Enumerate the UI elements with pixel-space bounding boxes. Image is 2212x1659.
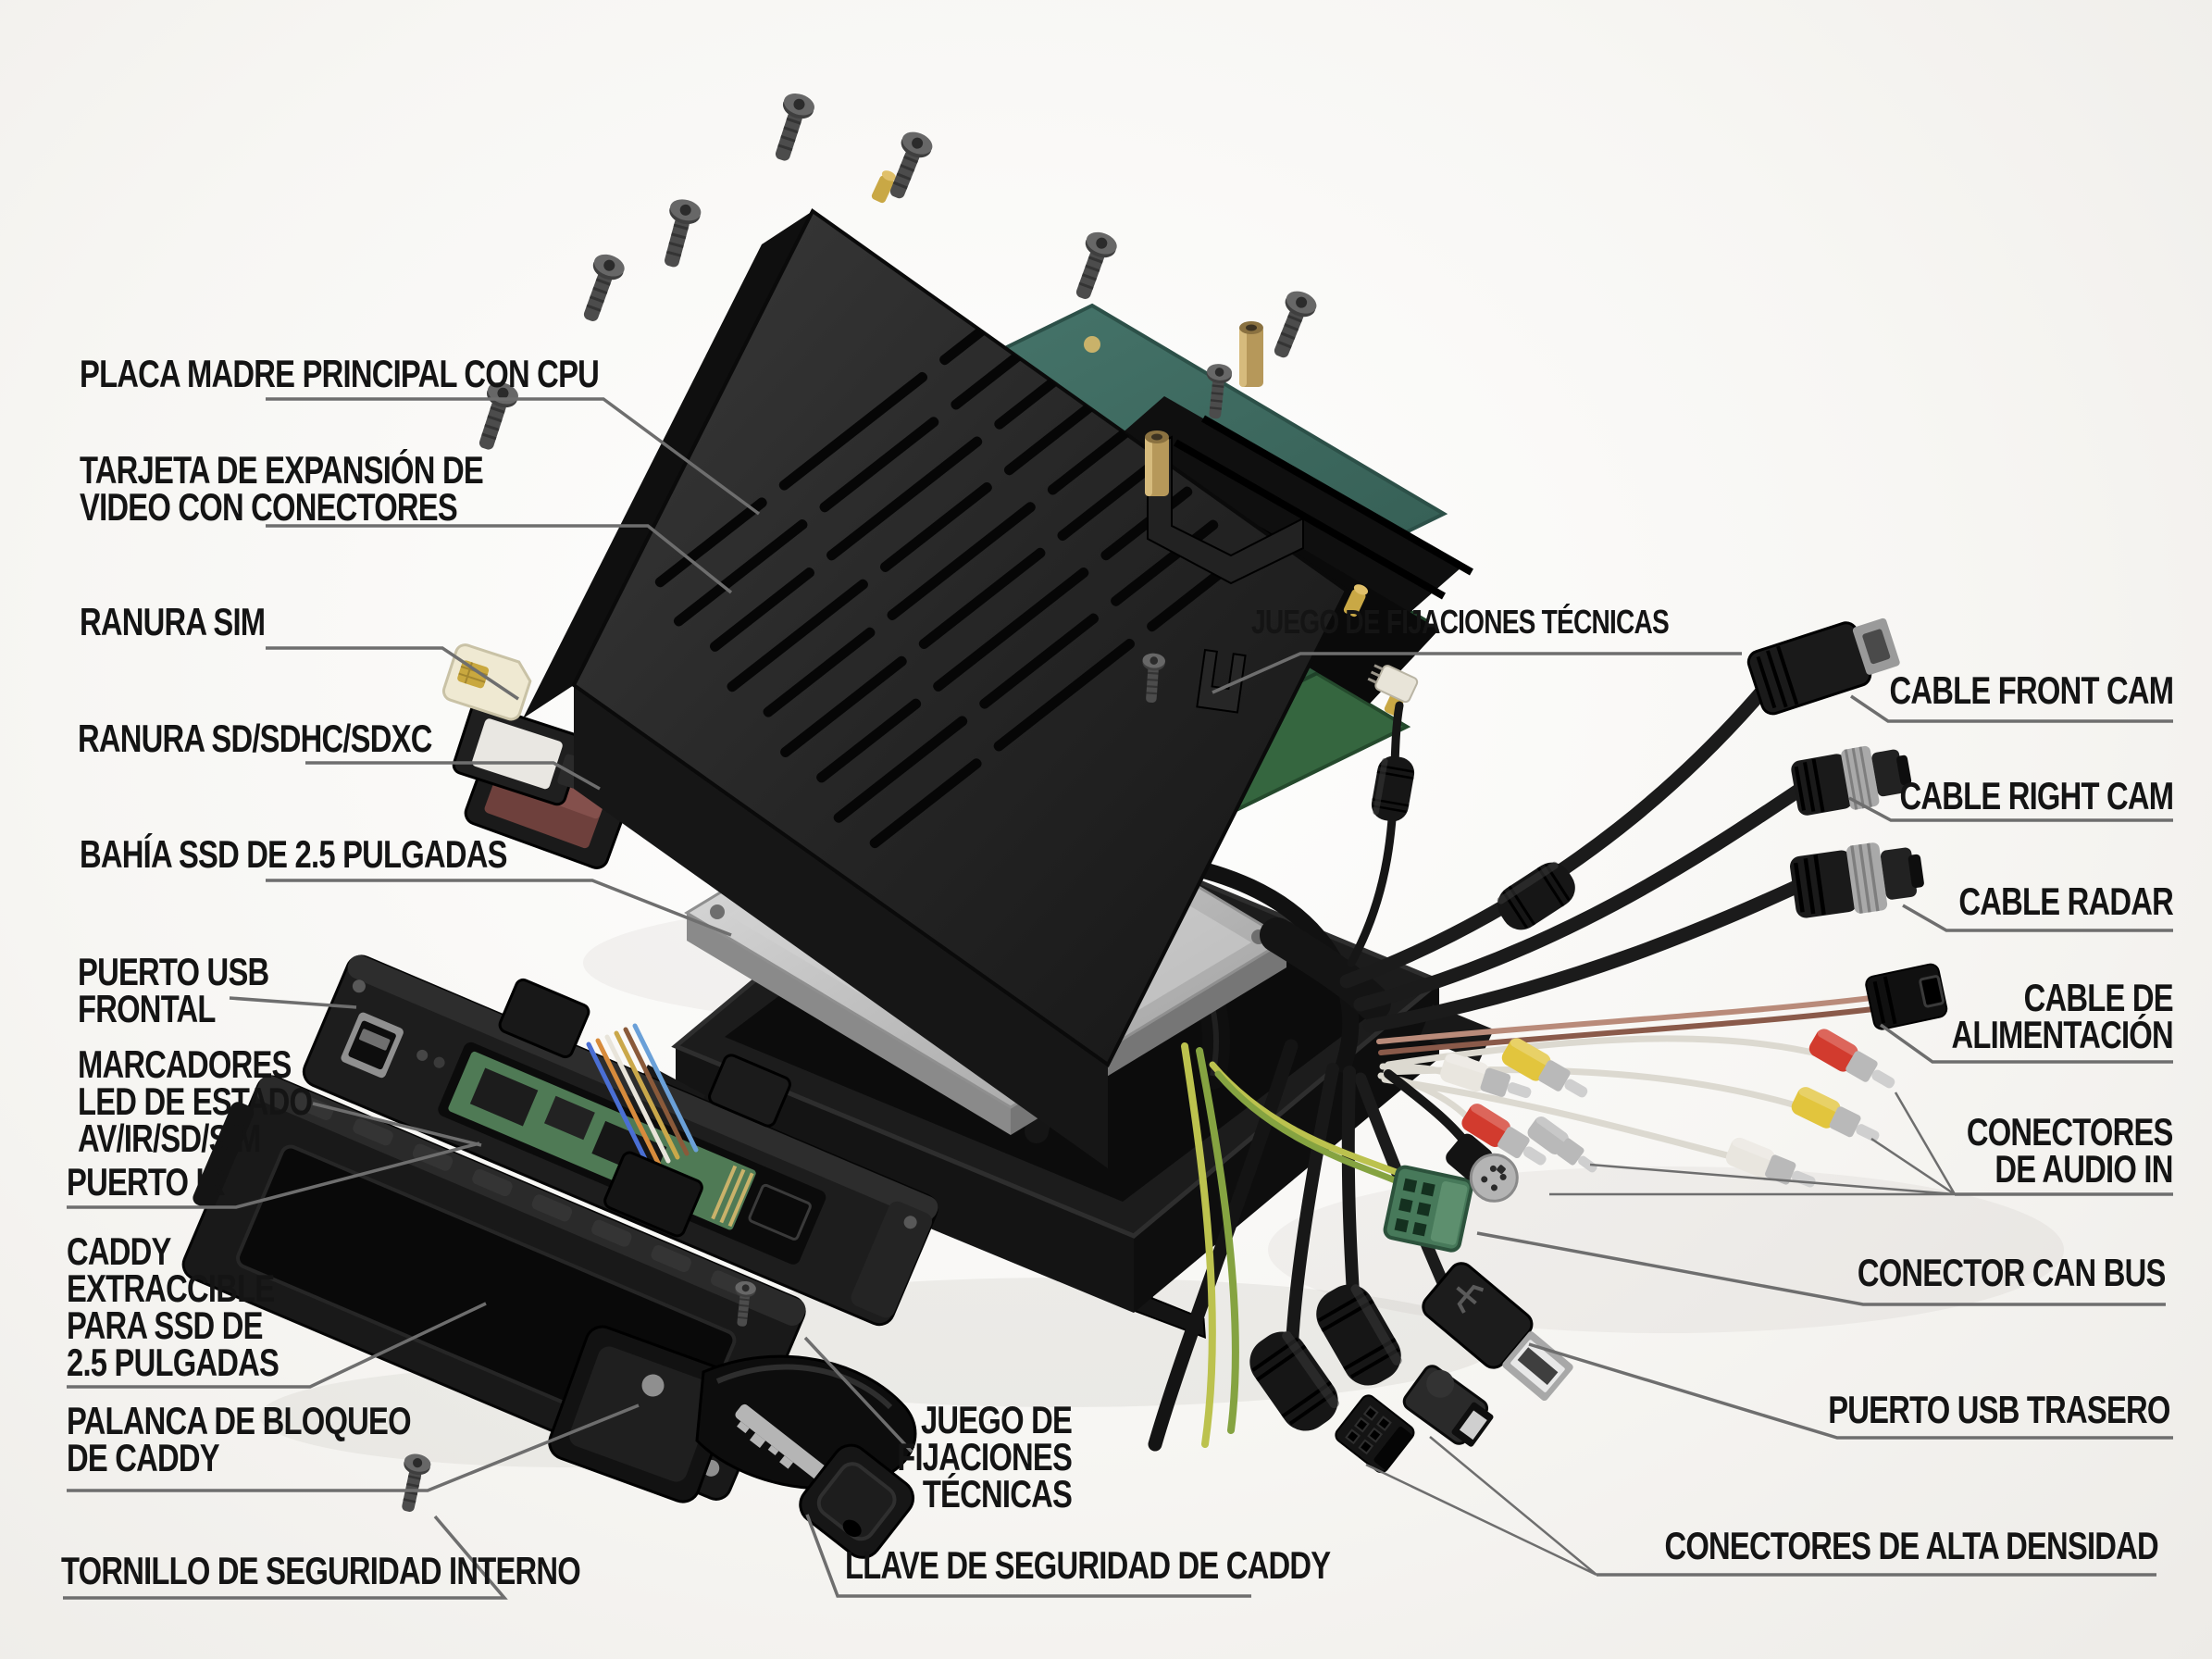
front-panel: [302, 954, 938, 1327]
callout-palanca-bloqueo: PALANCA DE BLOQUEO DE CADDY: [67, 1399, 412, 1479]
high-density-connector: [1335, 1394, 1415, 1474]
callout-llave-seguridad: LLAVE DE SEGURIDAD DE CADDY: [845, 1543, 1331, 1587]
callout-conectores-alta-densidad: CONECTORES DE ALTA DENSIDAD: [1664, 1524, 2159, 1567]
power-connector: [1865, 963, 1948, 1030]
callout-caddy-extraccible: CADDY EXTRACCIBLE PARA SSD DE 2.5 PULGAD…: [67, 1229, 280, 1384]
front-usb-port: [341, 1012, 404, 1079]
fastener-set-top: [1138, 321, 1304, 714]
top-cover: [523, 170, 1410, 1168]
callout-juego-fijaciones-inferior: JUEGO DE FIJACIONES TÉCNICAS: [897, 1398, 1073, 1516]
sim-card: [441, 643, 532, 721]
callout-puerto-usb-trasero: PUERTO USB TRASERO: [1828, 1388, 2171, 1431]
vent-slots: [654, 286, 1245, 849]
callout-cable-alimentacion: CABLE DE ALIMENTACIÓN: [1951, 976, 2174, 1056]
callout-ranura-sd: RANURA SD/SDHC/SDXC: [78, 717, 432, 760]
callout-placa-madre: PLACA MADRE PRINCIPAL CON CPU: [80, 352, 600, 395]
callout-puerto-ir: PUERTO IR: [67, 1160, 226, 1204]
callout-conector-can-bus: CONECTOR CAN BUS: [1858, 1251, 2167, 1294]
panel-wire-harness: [586, 1023, 699, 1171]
leader-lines: [63, 397, 2173, 1600]
white-4pin-connector: [1367, 664, 1419, 704]
callout-marcadores-led: MARCADORES LED DE ESTADO AV/IR/SD/SIM: [78, 1042, 313, 1160]
ferrite-bead: [1367, 752, 1419, 826]
callout-juego-fijaciones-superior: JUEGO DE FIJACIONES TÉCNICAS: [1251, 603, 1670, 641]
callout-tarjeta-expansion: TARJETA DE EXPANSIÓN DE VIDEO CON CONECT…: [80, 448, 484, 529]
callout-cable-front-cam: CABLE FRONT CAM: [1889, 668, 2174, 712]
right-cam-connector: [1787, 737, 1917, 822]
usb-female-adapter: [1402, 1365, 1494, 1447]
can-bus-connector: [1383, 1165, 1473, 1253]
security-key: [735, 1403, 915, 1559]
front-sd-slot: [748, 1183, 812, 1241]
rear-usb-connector: [1422, 1262, 1573, 1402]
callout-conectores-audio: CONECTORES DE AUDIO IN: [1967, 1110, 2174, 1191]
callout-tornillo-seguridad: TORNILLO DE SEGURIDAD INTERNO: [61, 1549, 581, 1592]
status-led: [416, 1049, 429, 1061]
front-cam-connector: [1746, 617, 1900, 716]
radar-connector: [1788, 836, 1927, 922]
callout-bahia-ssd: BAHÍA SSD DE 2.5 PULGADAS: [80, 832, 507, 876]
mini-din-connector: [1446, 1133, 1519, 1203]
callout-ranura-sim: RANURA SIM: [80, 600, 266, 643]
callout-cable-right-cam: CABLE RIGHT CAM: [1899, 774, 2174, 817]
status-led: [433, 1056, 445, 1068]
callout-puerto-usb-frontal: PUERTO USB FRONTAL: [78, 950, 269, 1030]
sim-tray: [452, 702, 585, 806]
callout-cable-radar: CABLE RADAR: [1958, 879, 2173, 923]
